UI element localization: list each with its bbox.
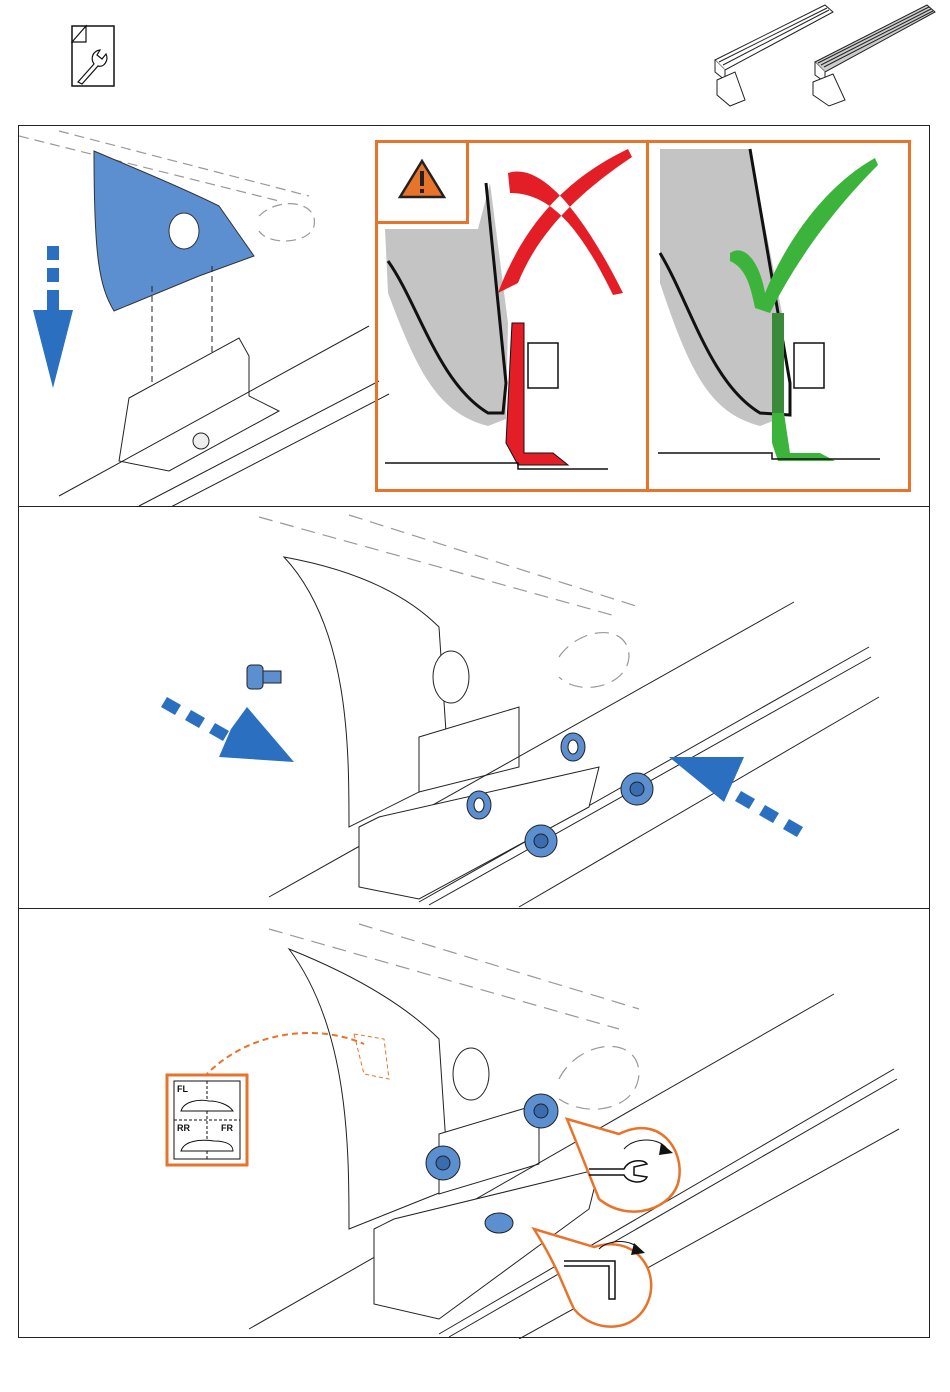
washer <box>466 790 492 820</box>
mounting-bracket <box>118 337 281 472</box>
warning-comparison-box <box>375 140 911 492</box>
cross-icon <box>498 149 632 295</box>
aluminium-bar-icon <box>714 4 834 107</box>
nut <box>425 1145 461 1181</box>
wrench-callout <box>564 1117 681 1213</box>
bolt-head <box>484 1212 514 1234</box>
step-3-illustration: FL RR FR <box>165 923 900 1339</box>
header <box>0 0 950 125</box>
hex-key-icon <box>564 1260 616 1300</box>
product-variants-illustration <box>714 4 936 107</box>
roof-bar-outline <box>19 130 315 242</box>
open-wrench-icon <box>589 1159 649 1183</box>
label-rr: RR <box>177 1123 190 1133</box>
step-1-panel <box>18 125 930 508</box>
check-icon <box>730 158 878 313</box>
warning-triangle-icon <box>397 158 447 199</box>
correct-fitting-illustration <box>658 148 880 461</box>
bolt <box>246 664 282 690</box>
washer <box>560 732 586 762</box>
step-3-panel: FL RR FR <box>18 908 930 1339</box>
incorrect-fitting-illustration <box>385 149 632 470</box>
manual-wrench-document-icon <box>70 24 115 87</box>
warning-label-box <box>375 140 469 224</box>
arrow-left-icon <box>669 757 803 837</box>
hex-key-callout <box>531 1226 653 1328</box>
position-label-sticker: FL RR FR <box>165 1073 249 1167</box>
nut <box>523 1093 559 1129</box>
arrow-down-icon <box>33 246 73 388</box>
divider <box>646 143 649 489</box>
label-fl: FL <box>177 1084 188 1094</box>
nut <box>620 772 654 806</box>
label-fr: FR <box>221 1123 233 1133</box>
step-1-illustration <box>19 130 390 508</box>
step-2-panel <box>18 506 930 909</box>
arrow-right-icon <box>161 697 294 762</box>
step-2-illustration <box>161 514 880 908</box>
nut <box>524 824 558 858</box>
steel-bar-icon <box>812 4 936 107</box>
